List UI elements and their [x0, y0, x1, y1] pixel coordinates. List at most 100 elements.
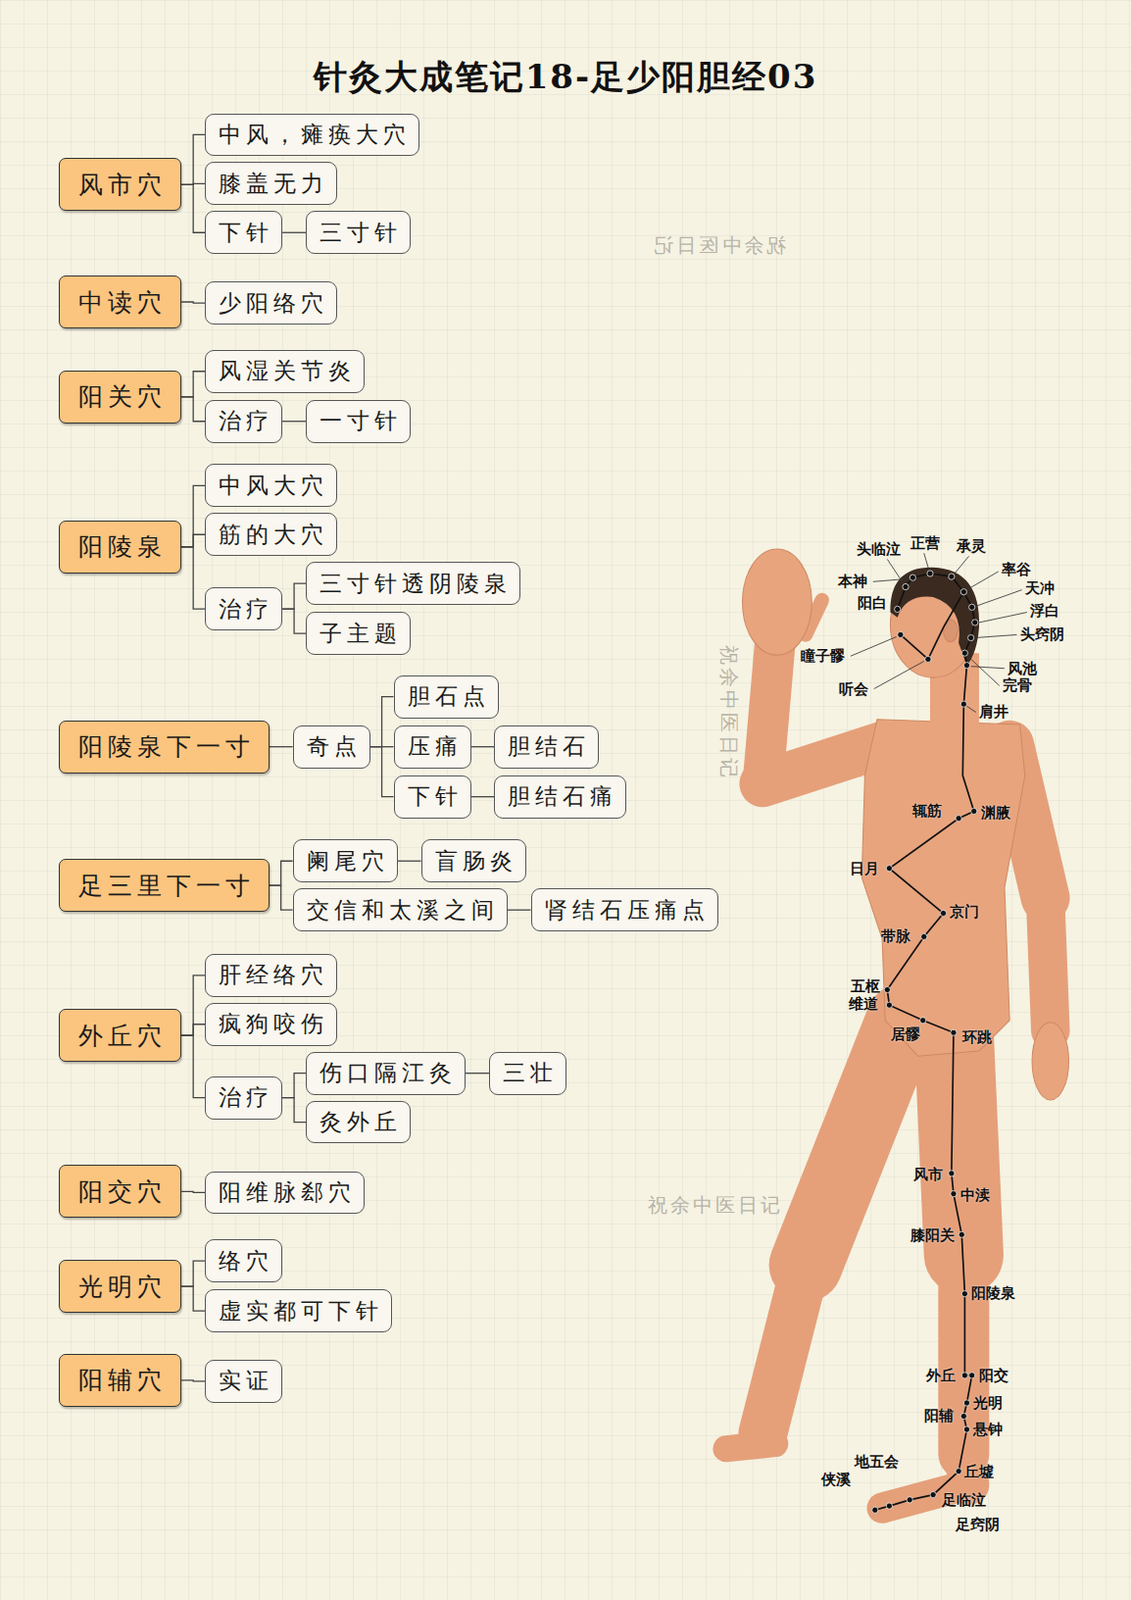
subtopic-box: 胆石点 [393, 675, 499, 719]
node-text: 灸外丘 [319, 1106, 402, 1137]
branch-connector [181, 134, 205, 185]
acupoint-label: 中渎 [960, 1185, 990, 1204]
subtopic-box: 治疗 [204, 1076, 283, 1120]
subtopic-box: 络穴 [204, 1238, 283, 1282]
branch-connector [181, 546, 205, 609]
subtopic-box: 风湿关节炎 [204, 349, 365, 394]
acupoint-label: 日月 [849, 859, 880, 878]
node-text: 阑尾穴 [306, 845, 390, 877]
node-text: 治疗 [218, 405, 274, 437]
node-text: 伤口隔江灸 [319, 1057, 457, 1088]
branch-connector [181, 396, 205, 422]
branch-connector [181, 975, 205, 1035]
branch-connector [181, 1034, 205, 1097]
node-text: 风湿关节炎 [218, 355, 356, 387]
subtopic-box: 下针 [393, 775, 472, 819]
branch-connector [181, 1285, 205, 1311]
subtopic-box: 肝经络穴 [204, 953, 338, 997]
node-text: 外丘穴 [78, 1019, 167, 1052]
node-text: 风市穴 [78, 168, 167, 201]
node-text: 奇点 [306, 731, 362, 762]
node-text: 阳辅穴 [78, 1363, 167, 1396]
node-text: 中风，瘫痪大穴 [218, 119, 411, 150]
acupoint-label: 阳辅 [924, 1406, 954, 1425]
acupoint-label: 正营 [910, 534, 940, 552]
branch-connector [269, 860, 294, 886]
node-text: 肝经络穴 [218, 959, 329, 990]
watermark: 祝余中医日记 [650, 233, 787, 257]
node-text: 治疗 [218, 1081, 274, 1113]
subtopic-box: 膝盖无力 [204, 161, 338, 205]
topic-box: 中读穴 [58, 275, 182, 329]
node-text: 交信和太溪之间 [306, 894, 499, 926]
subtopic-box: 伤口隔江灸 [305, 1051, 466, 1095]
branch-connector [181, 184, 205, 233]
acupoint-label: 风池 [1007, 659, 1037, 678]
leader-lines [850, 552, 1028, 712]
branch-connector [181, 1190, 205, 1192]
subtopic-box: 一寸针 [305, 399, 411, 443]
node-text: 中风大穴 [218, 470, 329, 501]
branch-connector [181, 301, 205, 303]
watermark: 祝余中医日记 [647, 1192, 784, 1217]
acupoint-label: 丘墟 [964, 1462, 994, 1480]
topic-box: 阳陵泉 [58, 520, 182, 574]
branch-connector [471, 745, 495, 747]
subtopic-box: 阳维脉郄穴 [204, 1171, 365, 1215]
node-text: 虚实都可下针 [218, 1295, 384, 1327]
subtopic-box: 三寸针透阴陵泉 [305, 561, 521, 605]
node-text: 疯狗咬伤 [218, 1008, 329, 1039]
node-text: 胆结石 [507, 731, 591, 762]
node-text: 一寸针 [319, 405, 402, 437]
topic-box: 阳交穴 [58, 1164, 182, 1218]
branch-connector [282, 420, 306, 422]
node-text: 膝盖无力 [218, 168, 329, 199]
topic-box: 外丘穴 [58, 1008, 182, 1062]
page-title: 针灸大成笔记18-足少阳胆经03 [0, 54, 1131, 100]
acupoint-label: 足窍阴 [955, 1515, 1000, 1533]
acupoint-label: 京门 [949, 902, 980, 921]
subtopic-box: 肾结石压痛点 [531, 887, 719, 932]
subtopic-box: 三壮 [489, 1051, 567, 1095]
node-text: 胆石点 [407, 681, 491, 712]
acupoint-label: 侠溪 [821, 1470, 851, 1488]
acupoint-label: 阳白 [857, 593, 887, 612]
acupoint-label: 带脉 [881, 927, 911, 945]
branch-connector [282, 583, 306, 609]
branch-connector [181, 534, 205, 546]
acupoint-label: 悬钟 [973, 1420, 1003, 1438]
subtopic-box: 子主题 [305, 611, 411, 655]
branch-connector [471, 795, 495, 797]
subtopic-box: 阑尾穴 [293, 838, 398, 883]
subtopic-box: 疯狗咬伤 [204, 1002, 338, 1046]
node-text: 光明穴 [78, 1270, 167, 1303]
body-figure [726, 599, 1051, 1508]
node-text: 阳维脉郄穴 [218, 1177, 356, 1208]
acupoint-label: 本神 [837, 572, 868, 591]
node-text: 三壮 [502, 1057, 558, 1088]
subtopic-box: 奇点 [293, 725, 371, 769]
acupoint-dots [872, 570, 979, 1513]
acupoint-label: 阳交 [979, 1366, 1009, 1384]
topic-box: 阳陵泉下一寸 [58, 720, 269, 774]
acupoint-label: 环跳 [962, 1028, 992, 1046]
acupoint-label: 肩井 [979, 702, 1009, 721]
acupoint-label: 阳陵泉 [971, 1283, 1016, 1302]
node-text: 下针 [218, 217, 274, 248]
branch-connector [370, 746, 394, 797]
node-text: 子主题 [319, 618, 402, 649]
node-text: 足三里下一寸 [78, 869, 255, 902]
branch-connector [181, 371, 205, 397]
branch-connector [181, 1260, 205, 1286]
acupoint-label: 率谷 [1001, 560, 1032, 579]
branch-connector [370, 696, 394, 747]
acupoint-label: 五枢 [850, 977, 881, 995]
topic-box: 阳关穴 [58, 370, 182, 424]
node-text: 阳陵泉 [78, 530, 167, 563]
node-text: 压痛 [407, 731, 463, 762]
subtopic-box: 盲肠炎 [421, 838, 527, 883]
subtopic-box: 灸外丘 [305, 1100, 411, 1144]
branch-connector [181, 1379, 205, 1381]
acupoint-label: 瞳子髎 [800, 646, 845, 665]
